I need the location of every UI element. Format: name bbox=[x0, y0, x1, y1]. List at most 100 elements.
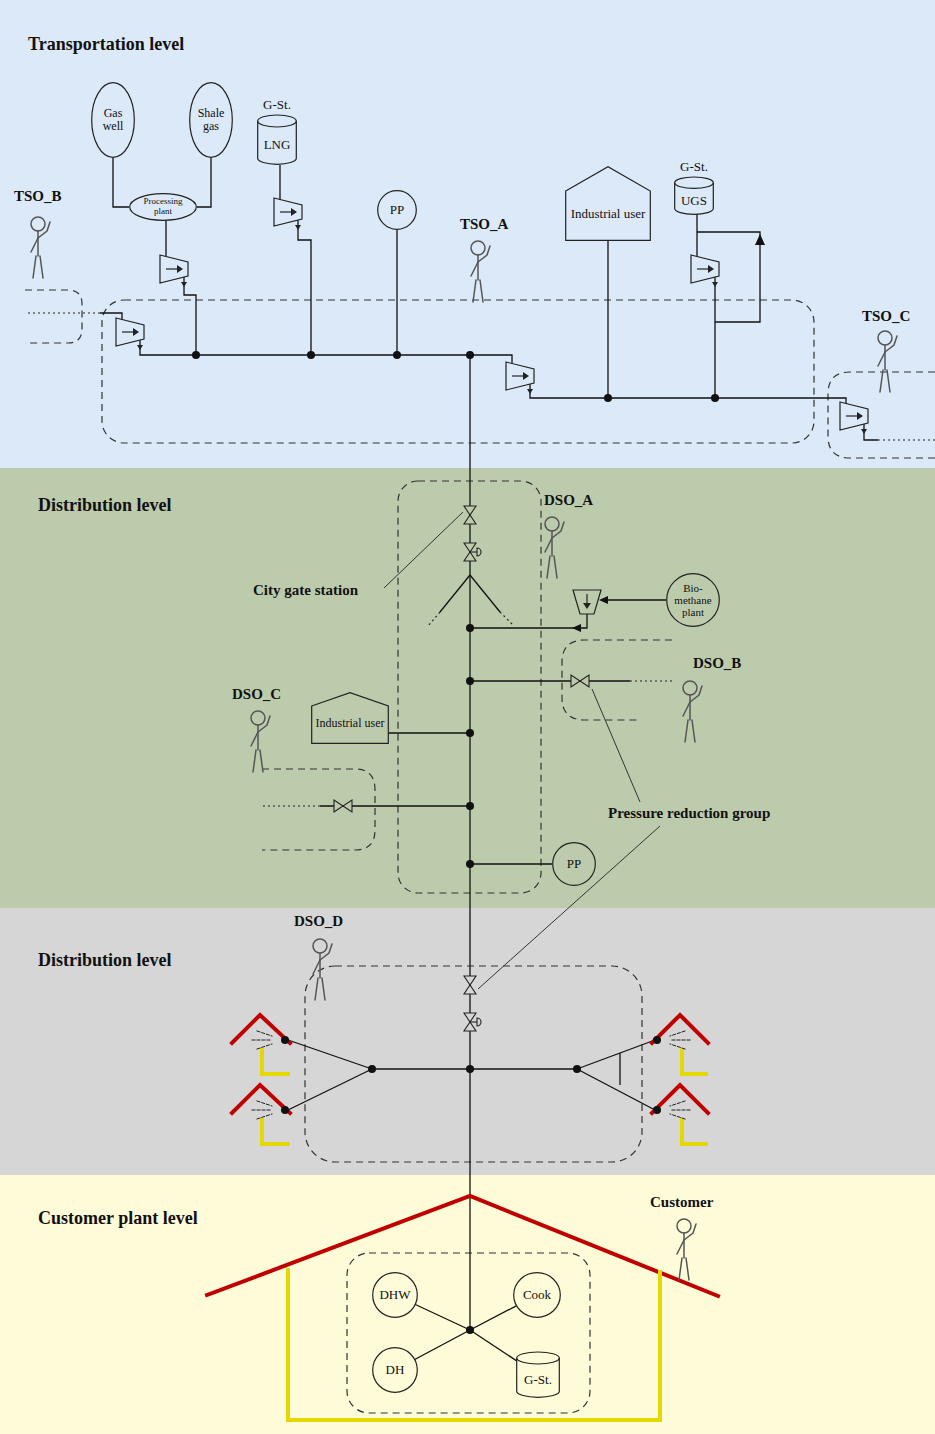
drawing-part bbox=[466, 351, 474, 359]
drawing-part bbox=[207, 1015, 718, 1296]
drawing-part bbox=[530, 384, 820, 398]
drawing-part bbox=[630, 680, 672, 681]
drawing-part bbox=[691, 255, 719, 287]
facility-circle: Gas well bbox=[91, 82, 135, 158]
operator-label: TSO_A bbox=[460, 216, 508, 233]
user-building: Industrial user bbox=[565, 166, 651, 241]
drawing-part bbox=[281, 1036, 289, 1044]
drawing-part bbox=[466, 1065, 474, 1073]
node-text: Bio-methane plant bbox=[674, 582, 713, 618]
drawing-part bbox=[102, 300, 814, 443]
operator-label: DSO_A bbox=[544, 492, 593, 509]
node-text-area: PP bbox=[558, 848, 590, 880]
drawing-part bbox=[878, 439, 935, 440]
facility-circle: Cook bbox=[513, 1272, 561, 1318]
drawing-part bbox=[428, 612, 440, 626]
drawing-part bbox=[469, 355, 470, 1330]
drawing-part bbox=[372, 1068, 577, 1069]
drawing-part bbox=[652, 1015, 708, 1043]
drawing-part bbox=[466, 677, 474, 685]
drawing-part bbox=[464, 1013, 481, 1031]
drawing-part bbox=[696, 214, 697, 257]
drawing-part bbox=[652, 1085, 708, 1113]
drawing-part bbox=[262, 769, 375, 850]
node-text: Gas well bbox=[97, 107, 129, 133]
drawing-part bbox=[393, 351, 401, 359]
drawing-part bbox=[395, 1295, 470, 1330]
drawing-part bbox=[184, 277, 196, 355]
drawing-part bbox=[677, 1219, 696, 1280]
node-text-area: PP bbox=[383, 196, 412, 225]
drawing-part bbox=[478, 826, 660, 989]
facility-circle: DHW bbox=[372, 1272, 418, 1318]
drawing-part bbox=[545, 517, 564, 578]
storage-tank: LNGG-St. bbox=[257, 115, 297, 165]
dotted-pipes bbox=[28, 313, 935, 806]
drawing-part bbox=[396, 230, 397, 355]
drawing-part bbox=[279, 165, 280, 200]
feed-pipe bbox=[113, 158, 129, 207]
drawing-part bbox=[573, 1065, 581, 1073]
operator-label: DSO_D bbox=[294, 913, 343, 930]
region-outlines bbox=[25, 290, 935, 1413]
drawing-part bbox=[572, 624, 581, 632]
node-text-area: Industrial user bbox=[569, 192, 647, 238]
drawing-part bbox=[251, 711, 270, 772]
node-outline-part bbox=[514, 1273, 561, 1318]
node-outline-part bbox=[675, 177, 714, 214]
drawing-part bbox=[471, 241, 490, 302]
node-text: Industrial user bbox=[316, 717, 385, 730]
node-outline-part bbox=[373, 1348, 418, 1393]
drawing-part bbox=[252, 1101, 272, 1119]
node-outline-part bbox=[258, 115, 297, 164]
drawing-part bbox=[599, 596, 608, 604]
drawing-part bbox=[207, 1196, 718, 1296]
drawing-part bbox=[464, 506, 476, 524]
drawing-part bbox=[192, 351, 200, 359]
node-text-area: DH bbox=[378, 1353, 411, 1386]
storage-heading: G-St. bbox=[680, 160, 708, 174]
junction-dots bbox=[192, 351, 719, 1334]
drawing-part bbox=[711, 394, 719, 402]
node-outline-part bbox=[190, 83, 233, 158]
drawing-part bbox=[165, 221, 166, 257]
drawing-part bbox=[714, 277, 715, 398]
storage-tank: G-St. bbox=[516, 1352, 560, 1398]
drawing-part bbox=[116, 318, 144, 350]
drawing-part bbox=[577, 1040, 655, 1069]
node-text-area: G-St. bbox=[519, 1365, 557, 1395]
drawing-part bbox=[288, 1069, 372, 1110]
leader-lines bbox=[384, 512, 660, 989]
drawing-part bbox=[470, 1330, 538, 1375]
drawing-part bbox=[571, 675, 589, 687]
node-outline-part bbox=[675, 183, 714, 189]
drawing-part bbox=[466, 802, 474, 810]
drawing-part bbox=[682, 1050, 706, 1074]
drawing-part bbox=[506, 362, 534, 394]
drawing-part bbox=[232, 1085, 290, 1113]
drawing-part bbox=[464, 543, 481, 561]
facility-circle: Shale gas bbox=[189, 82, 233, 158]
operator-label: DSO_C bbox=[232, 686, 281, 703]
drawing-part bbox=[562, 640, 672, 720]
node-text: Cook bbox=[523, 1288, 551, 1302]
node-text-area: Cook bbox=[520, 1278, 555, 1311]
level-band: Customer plant levelDHW CookDH G-St. bbox=[0, 1175, 935, 1434]
drawing-part bbox=[288, 1270, 660, 1420]
node-outline bbox=[565, 166, 651, 241]
node-text: Industrial user bbox=[571, 207, 646, 221]
node-outline-part bbox=[130, 194, 197, 221]
node-outline-part bbox=[373, 1273, 418, 1318]
node-text: UGS bbox=[681, 194, 707, 208]
level-band: Distribution level bbox=[0, 908, 935, 1175]
node-text: DHW bbox=[379, 1288, 410, 1302]
user-building: Industrial user bbox=[311, 692, 389, 744]
level-title: Customer plant level bbox=[38, 1208, 198, 1229]
drawing-part bbox=[28, 312, 100, 313]
node-text-area: LNG bbox=[260, 128, 294, 162]
drawing-part bbox=[395, 1330, 470, 1370]
drawing-part bbox=[298, 220, 311, 355]
drawing-part bbox=[281, 1036, 661, 1114]
node-outline-part bbox=[92, 83, 135, 158]
drawing-part bbox=[573, 590, 601, 614]
